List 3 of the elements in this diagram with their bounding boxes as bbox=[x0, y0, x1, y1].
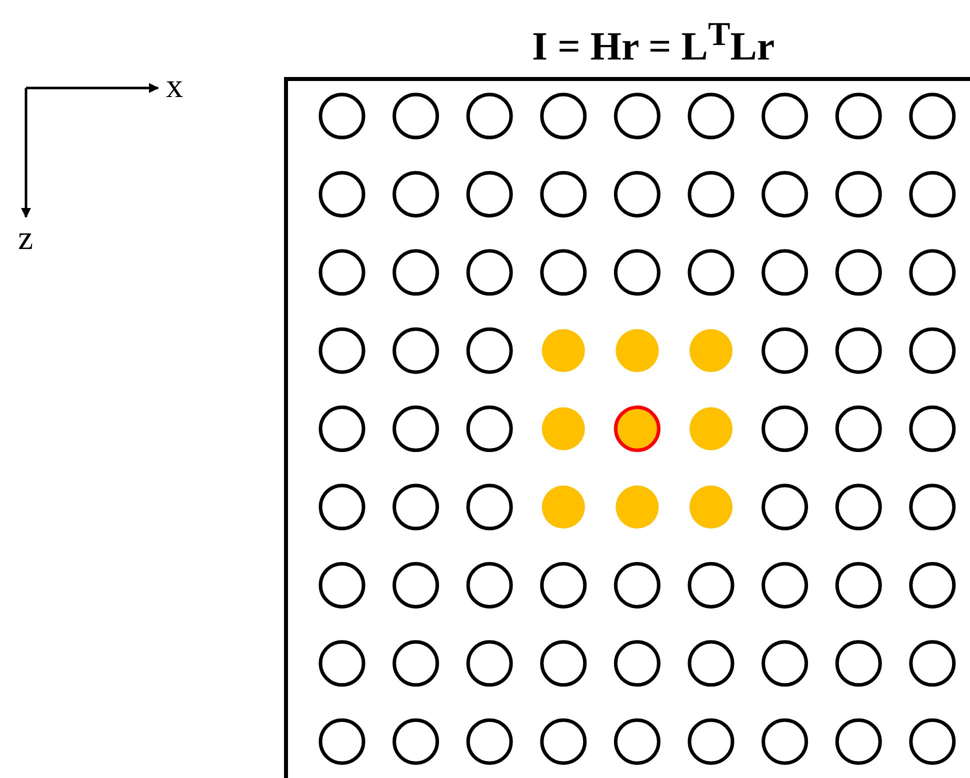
axis-label: z bbox=[18, 222, 34, 256]
formula-title: I = Hr = L$^{T}$Lr bbox=[532, 18, 775, 66]
axis-label: x bbox=[166, 70, 183, 104]
